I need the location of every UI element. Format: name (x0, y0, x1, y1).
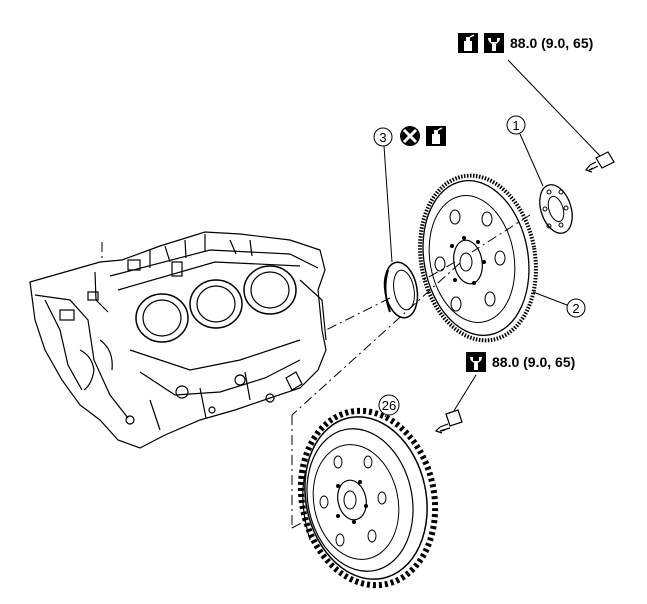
torque-spec-top: 88.0 (9.0, 65) (458, 33, 593, 53)
torque-wrench-icon (466, 352, 486, 372)
flywheel (297, 407, 439, 589)
drive-plate-bolt (434, 409, 463, 434)
engine-block (29, 231, 327, 449)
do-not-reuse-icon (400, 126, 420, 146)
torque-value-top: 88.0 (9.0, 65) (510, 35, 593, 51)
drive-plate (418, 173, 538, 343)
sealant-icon (426, 126, 446, 146)
torque-value-bottom: 88.0 (9.0, 65) (492, 354, 575, 370)
leader-line-top-bolt (507, 59, 602, 158)
callout-3-label: 3 (379, 130, 386, 145)
leader-line-bottom-bolt (451, 374, 477, 415)
flywheel-bolt (584, 151, 615, 173)
callout-2-label: 2 (572, 301, 579, 316)
callout-1: 1 (506, 115, 544, 187)
sealant-icon (458, 33, 478, 53)
rear-oil-seal (383, 261, 419, 319)
callout-1-label: 1 (512, 118, 519, 133)
torque-spec-bottom: 88.0 (9.0, 65) (466, 352, 575, 372)
callout-2: 2 (532, 291, 586, 318)
callout-26-label: 26 (382, 398, 396, 413)
torque-wrench-icon (484, 33, 504, 53)
callout-3: 3 (373, 126, 446, 263)
reinforcement-plate (539, 184, 573, 234)
